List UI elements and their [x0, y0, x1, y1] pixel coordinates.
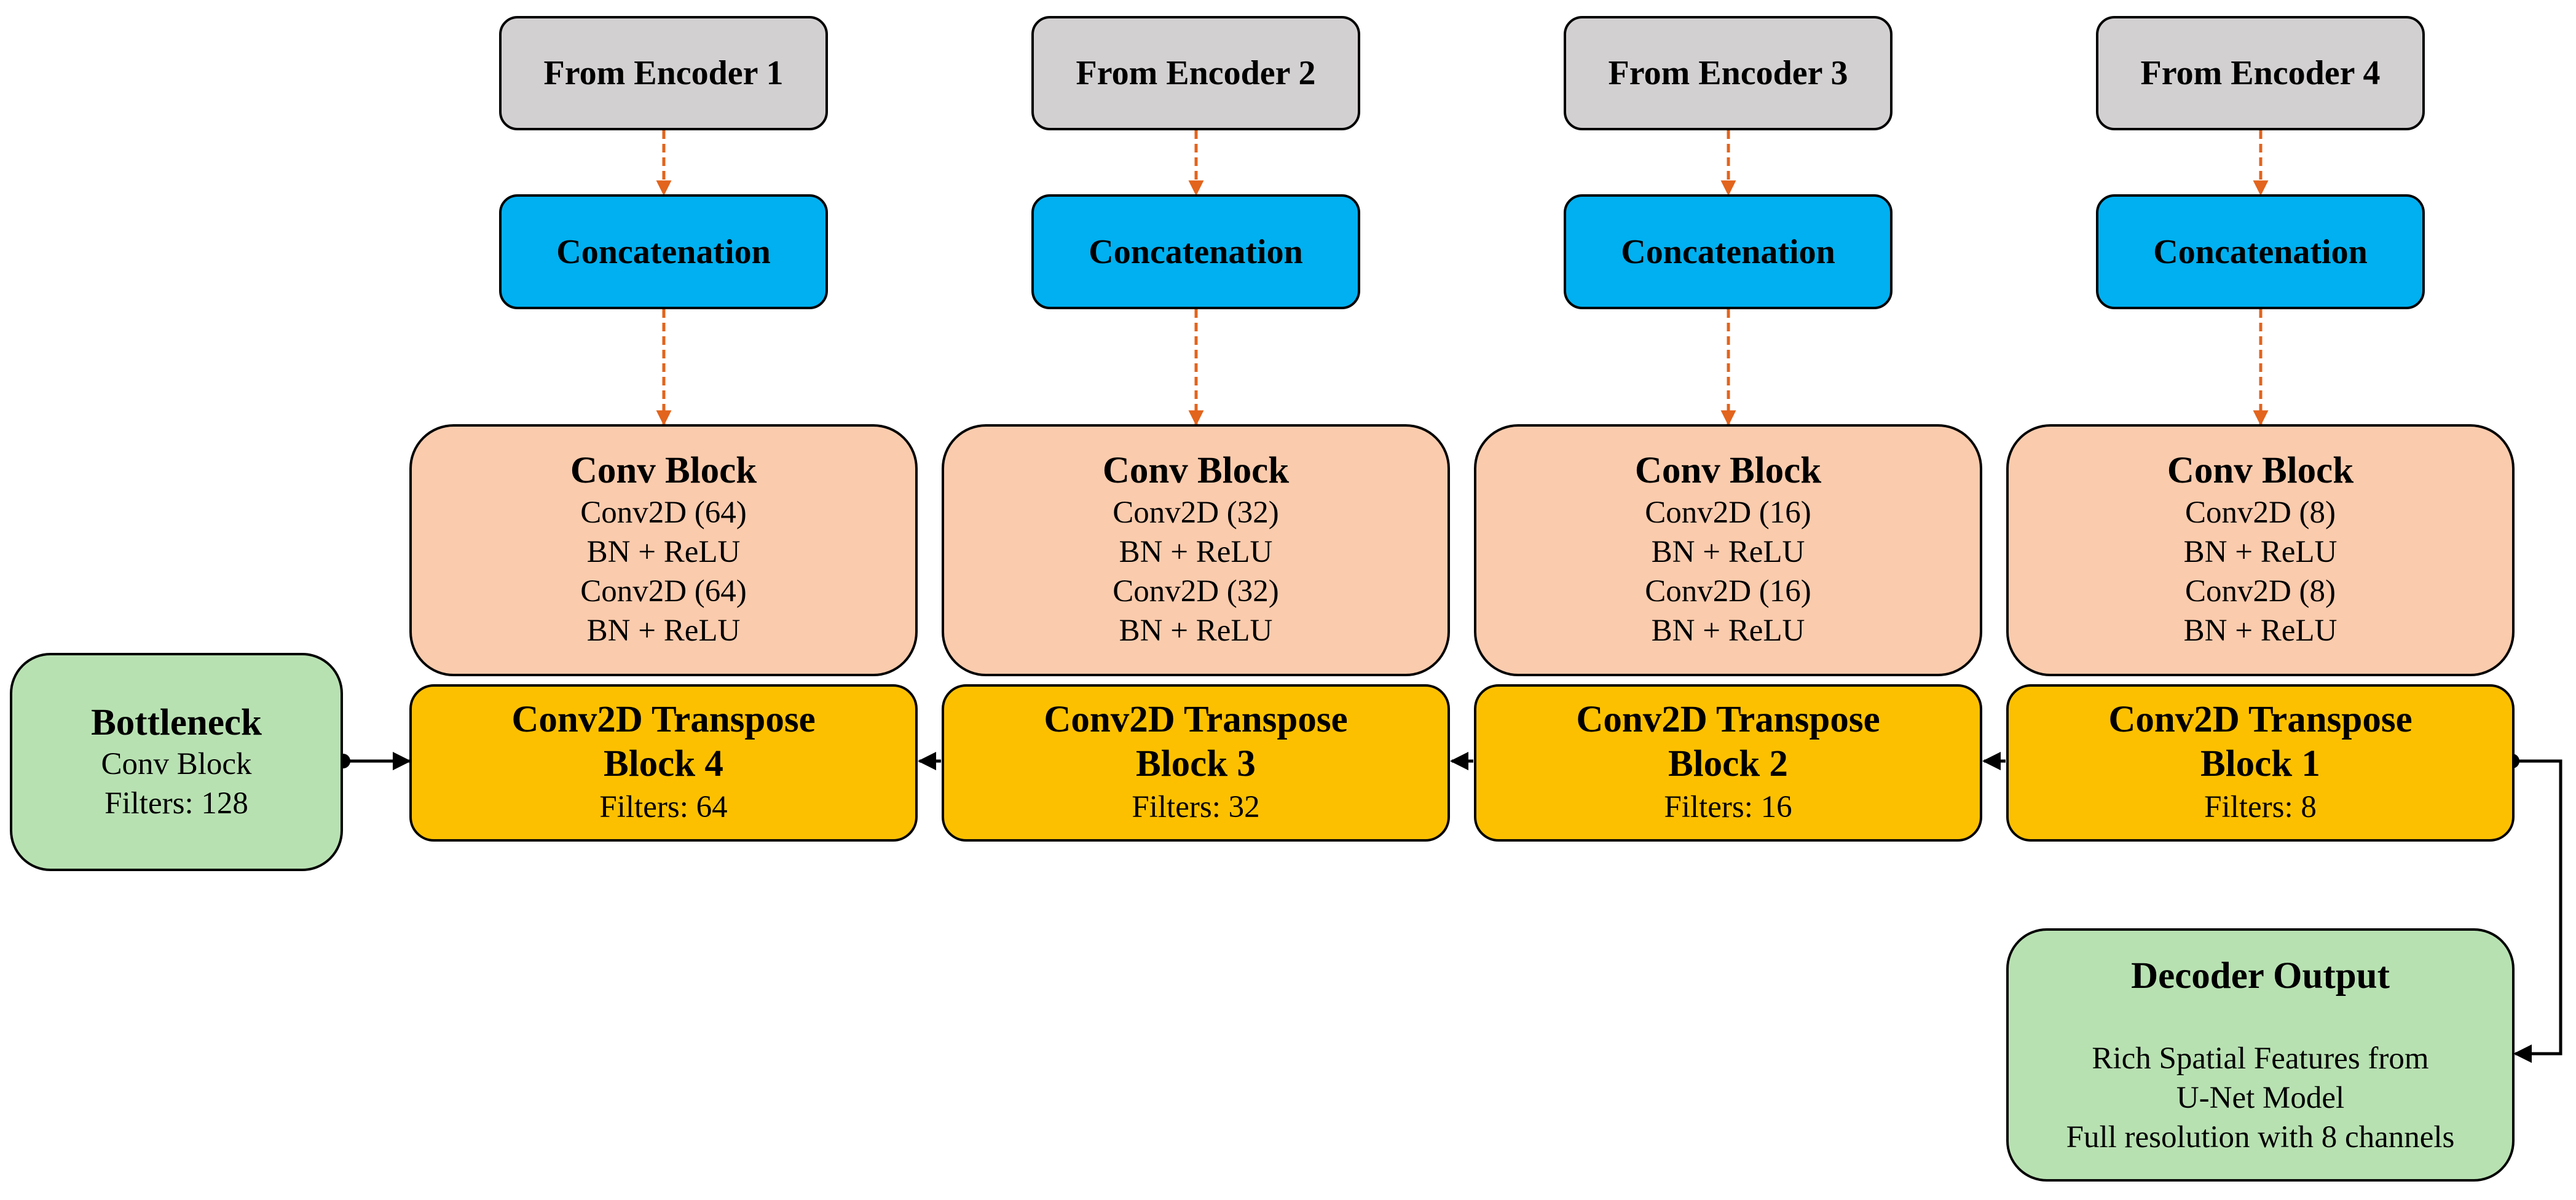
concat-1-label: Concatenation [556, 232, 771, 271]
conv-block-1-line: Conv2D (64) [580, 495, 747, 530]
transpose-block-2-title: Conv2D Transpose [1576, 699, 1880, 740]
transpose-block-4-subtitle: Block 4 [604, 743, 723, 784]
conv-block-1-title: Conv Block [570, 450, 757, 491]
conv-block-2-line: Conv2D (32) [1113, 574, 1279, 609]
transpose-block-1-filters: Filters: 8 [2204, 790, 2317, 824]
conv-block-4: Conv Block Conv2D (8) BN + ReLU Conv2D (… [2006, 424, 2515, 676]
decoder-output-box: Decoder Output Rich Spatial Features fro… [2006, 928, 2515, 1182]
transpose-block-1-title: Conv2D Transpose [2108, 699, 2413, 740]
encoder-3-box: From Encoder 3 [1564, 16, 1893, 130]
transpose-block-1-subtitle: Block 1 [2200, 743, 2320, 784]
encoder-1-box: From Encoder 1 [499, 16, 828, 130]
concat-1-box: Concatenation [499, 194, 828, 309]
concat-4-box: Concatenation [2096, 194, 2425, 309]
concat-3-box: Concatenation [1564, 194, 1893, 309]
conv-block-3-line: Conv2D (16) [1645, 574, 1811, 609]
bottleneck-filters: Filters: 128 [104, 786, 248, 821]
conv-block-2-line: BN + ReLU [1119, 535, 1273, 569]
transpose-block-4: Conv2D Transpose Block 4 Filters: 64 [409, 684, 918, 842]
transpose-block-4-filters: Filters: 64 [599, 790, 728, 824]
conv-block-2-line: BN + ReLU [1119, 614, 1273, 648]
decoder-output-title: Decoder Output [2131, 955, 2390, 997]
encoder-2-box: From Encoder 2 [1031, 16, 1360, 130]
conv-block-1-line: BN + ReLU [586, 535, 741, 569]
conv-block-4-line: Conv2D (8) [2184, 574, 2336, 609]
transpose-block-2-subtitle: Block 2 [1668, 743, 1788, 784]
conv-block-2: Conv Block Conv2D (32) BN + ReLU Conv2D … [942, 424, 1450, 676]
conv-block-2-title: Conv Block [1102, 450, 1290, 491]
transpose-block-4-title: Conv2D Transpose [511, 699, 816, 740]
transpose-block-3-filters: Filters: 32 [1132, 790, 1260, 824]
transpose-block-3-subtitle: Block 3 [1136, 743, 1256, 784]
bottleneck-title: Bottleneck [91, 701, 262, 743]
conv-block-4-title: Conv Block [2167, 450, 2354, 491]
transpose-block-1: Conv2D Transpose Block 1 Filters: 8 [2006, 684, 2515, 842]
concat-3-label: Concatenation [1621, 232, 1835, 271]
conv-block-3-line: Conv2D (16) [1645, 495, 1811, 530]
conv-block-3: Conv Block Conv2D (16) BN + ReLU Conv2D … [1474, 424, 1982, 676]
bottleneck-box: Bottleneck Conv Block Filters: 128 [10, 653, 343, 871]
encoder-4-label: From Encoder 4 [2140, 54, 2381, 92]
concat-2-box: Concatenation [1031, 194, 1360, 309]
decoder-output-line: Rich Spatial Features from [2092, 1041, 2429, 1076]
transpose-block-3-title: Conv2D Transpose [1044, 699, 1348, 740]
transpose-block-2-filters: Filters: 16 [1664, 790, 1792, 824]
conv-block-1: Conv Block Conv2D (64) BN + ReLU Conv2D … [409, 424, 918, 676]
conv-block-4-line: BN + ReLU [2183, 535, 2338, 569]
transpose-block-3: Conv2D Transpose Block 3 Filters: 32 [942, 684, 1450, 842]
bottleneck-line: Conv Block [101, 746, 252, 781]
conv-block-1-line: Conv2D (64) [580, 574, 747, 609]
transpose-block-2: Conv2D Transpose Block 2 Filters: 16 [1474, 684, 1982, 842]
conv-block-1-line: BN + ReLU [586, 614, 741, 648]
encoder-4-box: From Encoder 4 [2096, 16, 2425, 130]
decoder-output-line: Full resolution with 8 channels [2066, 1120, 2455, 1155]
conv-block-3-line: BN + ReLU [1651, 614, 1805, 648]
encoder-2-label: From Encoder 2 [1076, 54, 1316, 92]
encoder-3-label: From Encoder 3 [1608, 54, 1848, 92]
conv-block-3-line: BN + ReLU [1651, 535, 1805, 569]
encoder-1-label: From Encoder 1 [543, 54, 784, 92]
conv-block-4-line: BN + ReLU [2183, 614, 2338, 648]
concat-2-label: Concatenation [1089, 232, 1303, 271]
conv-block-2-line: Conv2D (32) [1113, 495, 1279, 530]
conv-block-4-line: Conv2D (8) [2184, 495, 2336, 530]
decoder-output-line: U-Net Model [2176, 1081, 2345, 1115]
conv-block-3-title: Conv Block [1634, 450, 1822, 491]
concat-4-label: Concatenation [2153, 232, 2368, 271]
